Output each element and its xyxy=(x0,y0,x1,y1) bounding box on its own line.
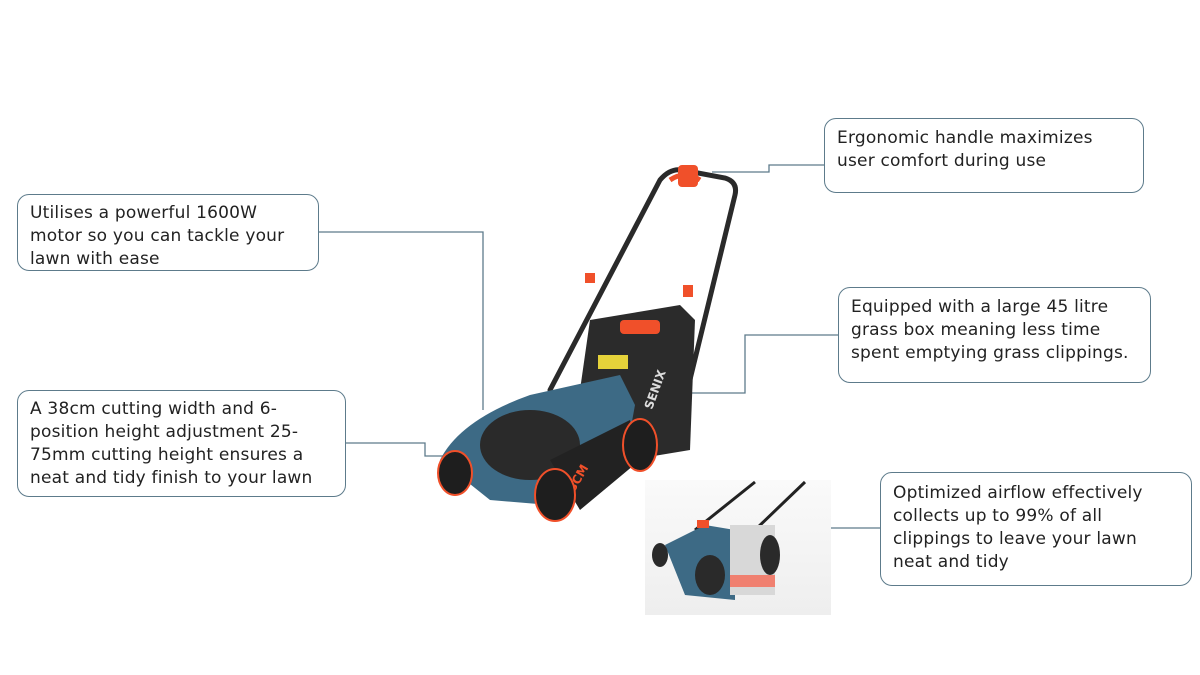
airflow-inset-image xyxy=(645,480,831,615)
callout-line: motor so you can tackle your xyxy=(30,226,285,246)
callout-line: lawn with ease xyxy=(30,249,160,269)
callout-line: neat and tidy finish to your lawn xyxy=(30,468,313,488)
callout-line: 75mm cutting height ensures a xyxy=(30,445,304,465)
callout-cutting: A 38cm cutting width and 6- position hei… xyxy=(17,390,346,497)
callout-line: grass box meaning less time xyxy=(851,320,1101,340)
connector-grass-box xyxy=(690,334,838,394)
callout-line: A 38cm cutting width and 6- xyxy=(30,399,278,419)
front-left-wheel xyxy=(437,450,473,496)
callout-handle: Ergonomic handle maximizes user comfort … xyxy=(824,118,1144,193)
connector-motor xyxy=(318,231,484,410)
callout-line: collects up to 99% of all xyxy=(893,506,1103,526)
callout-line: spent emptying grass clippings. xyxy=(851,343,1129,363)
handle-switch xyxy=(678,165,698,187)
front-right-wheel xyxy=(534,468,576,522)
callout-grass-box: Equipped with a large 45 litre grass box… xyxy=(838,287,1151,383)
lawn-mower-image: SENIX 38CM xyxy=(437,165,738,522)
callout-line: clippings to leave your lawn xyxy=(893,529,1137,549)
callout-line: Equipped with a large 45 litre xyxy=(851,297,1109,317)
callout-motor: Utilises a powerful 1600W motor so you c… xyxy=(17,194,319,271)
callout-line: Optimized airflow effectively xyxy=(893,483,1143,503)
rear-wheel xyxy=(622,418,658,472)
callout-line: neat and tidy xyxy=(893,552,1009,572)
callout-line: Utilises a powerful 1600W xyxy=(30,203,258,223)
connector-handle xyxy=(712,164,824,173)
callout-line: position height adjustment 25- xyxy=(30,422,299,442)
callout-line: Ergonomic handle maximizes xyxy=(837,128,1093,148)
callout-line: user comfort during use xyxy=(837,151,1047,171)
callout-airflow: Optimized airflow effectively collects u… xyxy=(880,472,1192,586)
